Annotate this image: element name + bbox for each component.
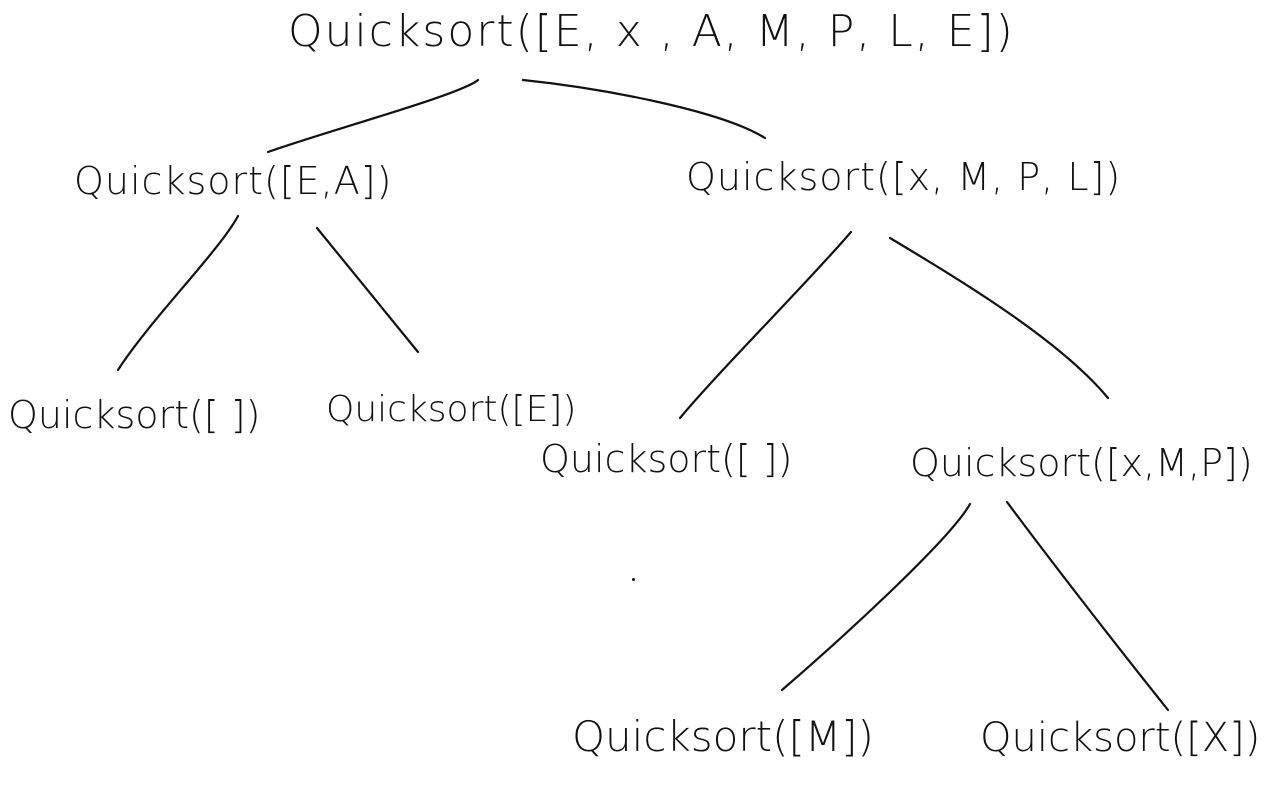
node-left-right: Quicksort([E]) <box>326 389 577 430</box>
edge-rr-rrr <box>1005 500 1170 712</box>
stray-ink-dot <box>632 578 635 581</box>
edge-right-rightright <box>888 236 1110 400</box>
node-right: Quicksort([x, M, P, L]) <box>686 155 1122 199</box>
node-right-right-left: Quicksort([M]) <box>572 712 874 761</box>
node-right-left: Quicksort([ ]) <box>540 437 793 481</box>
node-right-right: Quicksort([x,M,P]) <box>910 441 1253 485</box>
edge-root-right <box>521 78 767 140</box>
node-left-left: Quicksort([ ]) <box>8 393 261 437</box>
edge-left-leftleft <box>116 214 240 372</box>
node-right-right-right: Quicksort([X]) <box>980 715 1261 761</box>
node-left: Quicksort([E,A]) <box>74 159 393 203</box>
edge-right-rightleft <box>678 230 853 420</box>
edge-rr-rrl <box>780 502 972 692</box>
node-root: Quicksort([E, x , A, M, P, L, E]) <box>288 6 1015 57</box>
edge-left-leftright <box>315 226 420 354</box>
edge-root-left <box>266 78 480 154</box>
